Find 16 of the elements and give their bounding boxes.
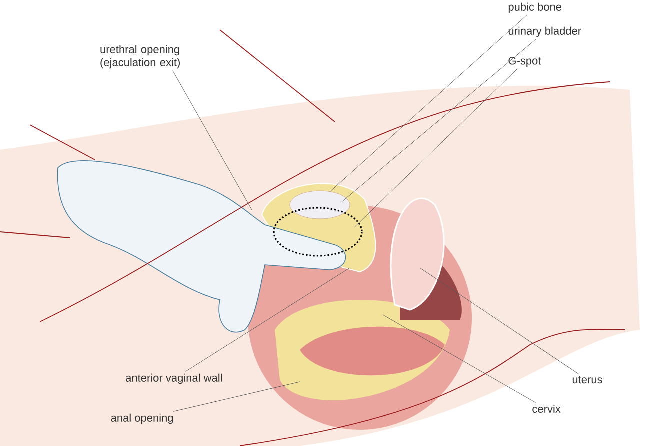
label-text: anterior vaginal wall: [126, 374, 222, 384]
label-text: urinary bladder: [508, 26, 582, 38]
leader-line: [173, 382, 300, 412]
label-text: anal opening: [111, 414, 174, 424]
label-text: pubic bone: [508, 2, 562, 14]
label-text: urethral opening (ejaculation exit): [100, 45, 180, 69]
leader-line: [330, 15, 528, 192]
leader-line: [186, 268, 350, 372]
label-text: uterus: [572, 376, 602, 384]
leader-line: [342, 39, 536, 202]
leader-line: [354, 68, 518, 228]
leader-line: [172, 70, 252, 210]
label-text: G-spot: [508, 57, 542, 67]
label-text: cervix: [532, 404, 561, 414]
leader-line: [420, 268, 580, 374]
leader-line: [382, 314, 536, 403]
